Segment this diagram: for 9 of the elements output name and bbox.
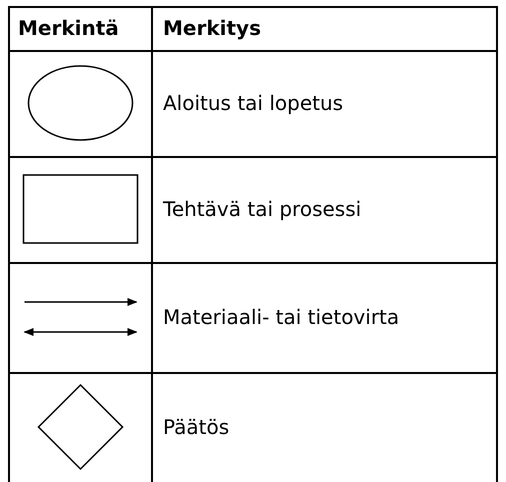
rectangle-symbol — [22, 174, 138, 244]
ellipse-symbol — [28, 65, 134, 141]
legend-text: Aloitus tai lopetus — [163, 91, 344, 115]
column-header: Merkintä — [18, 16, 119, 40]
legend-text: Tehtävä tai prosessi — [163, 197, 362, 221]
legend-text: Päätös — [163, 415, 230, 439]
legend-text: Materiaali- tai tietovirta — [163, 305, 400, 329]
column-header: Merkitys — [163, 16, 261, 40]
diamond-symbol — [37, 384, 124, 470]
